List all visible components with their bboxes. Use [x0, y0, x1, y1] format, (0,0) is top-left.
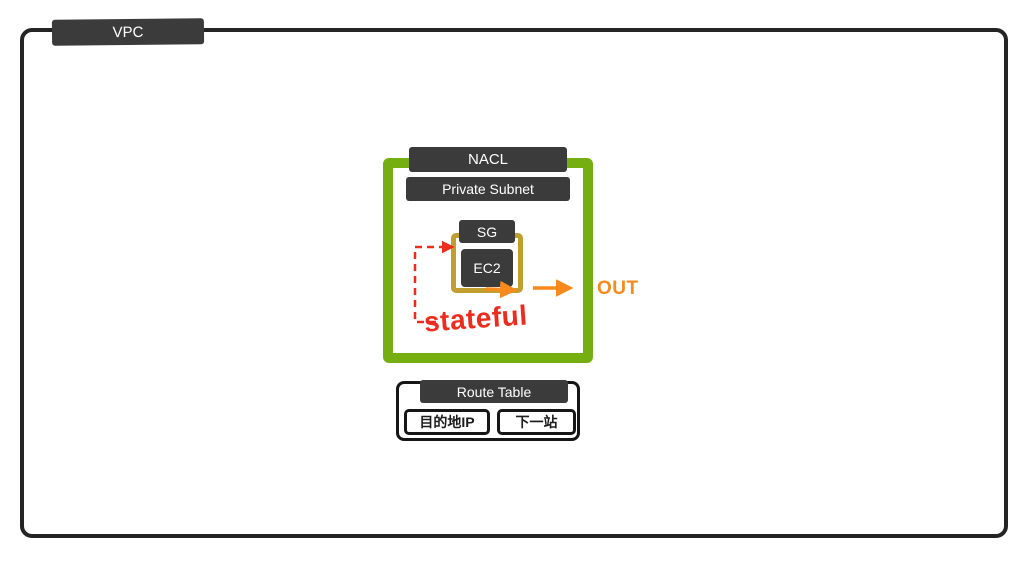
nacl-label: NACL: [409, 147, 567, 172]
route-table-cell-destination-ip: 目的地IP: [404, 409, 490, 435]
vpc-label: VPC: [51, 18, 205, 46]
ec2-instance-label: EC2: [461, 249, 513, 287]
security-group-label: SG: [459, 220, 515, 243]
route-table-title: Route Table: [420, 380, 568, 403]
route-table-cell-next-hop: 下一站: [497, 409, 576, 435]
out-label: OUT: [597, 278, 639, 299]
private-subnet-label: Private Subnet: [406, 177, 570, 201]
